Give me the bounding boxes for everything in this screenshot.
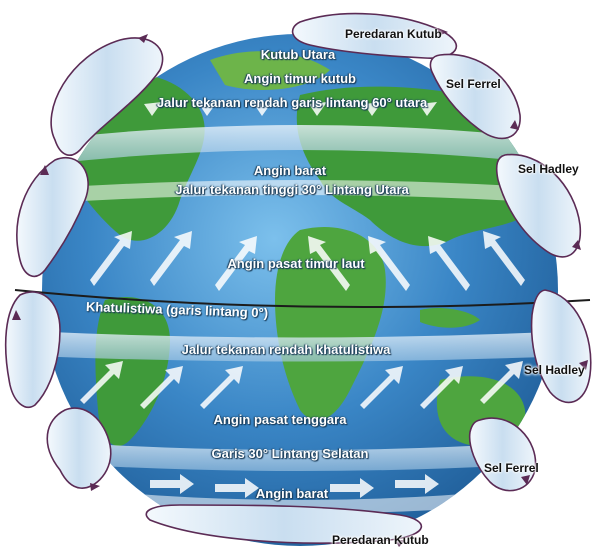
right-hadley-cell xyxy=(495,153,582,258)
right-ferrel-cell xyxy=(429,53,521,140)
label-westerlies-south: Angin barat xyxy=(255,486,329,501)
label-ferrel-cell-bottom: Sel Ferrel xyxy=(484,461,539,475)
southern-westerly-arrows xyxy=(150,474,439,498)
label-equatorial-low: Jalur tekanan rendah khatulistiwa xyxy=(181,342,391,357)
left-circulation-cells xyxy=(4,37,164,489)
bottom-polar-cell xyxy=(145,504,423,544)
label-30-south: Garis 30° Lintang Selatan xyxy=(211,446,369,461)
label-ferrel-cell-top: Sel Ferrel xyxy=(446,77,501,91)
label-hadley-cell-top: Sel Hadley xyxy=(518,162,579,176)
left-polar-cell xyxy=(50,37,164,156)
equator-line xyxy=(14,289,591,309)
cell-direction-arrowheads xyxy=(12,28,588,547)
label-high-pressure-30-north: Jalur tekanan tinggi 30° Lintang Utara xyxy=(175,182,409,197)
label-polar-circulation-top: Peredaran Kutub xyxy=(345,27,442,41)
left-ferrel-cell-south xyxy=(46,407,112,489)
label-northeast-trades: Angin pasat timur laut xyxy=(227,256,365,271)
right-circulation-cells xyxy=(145,12,592,544)
label-westerlies-north: Angin barat xyxy=(253,163,327,178)
label-low-pressure-60-north: Jalur tekanan rendah garis lintang 60° u… xyxy=(156,95,428,110)
label-polar-easterlies: Angin timur kutub xyxy=(244,71,356,86)
right-hadley-cell-south xyxy=(530,289,592,404)
label-polar-circulation-bottom: Peredaran Kutub xyxy=(332,533,429,547)
southeast-trade-arrows xyxy=(80,361,523,409)
label-hadley-cell-bottom: Sel Hadley xyxy=(524,363,585,377)
latitude-bands xyxy=(42,125,558,514)
label-north-pole: Kutub Utara xyxy=(260,47,336,62)
right-ferrel-cell-south xyxy=(468,417,537,492)
left-ferrel-cell xyxy=(16,157,89,278)
label-southeast-trades: Angin pasat tenggara xyxy=(213,412,347,427)
globe xyxy=(14,34,591,546)
northeast-trade-arrows xyxy=(90,231,525,291)
left-hadley-cell-south xyxy=(4,291,61,409)
